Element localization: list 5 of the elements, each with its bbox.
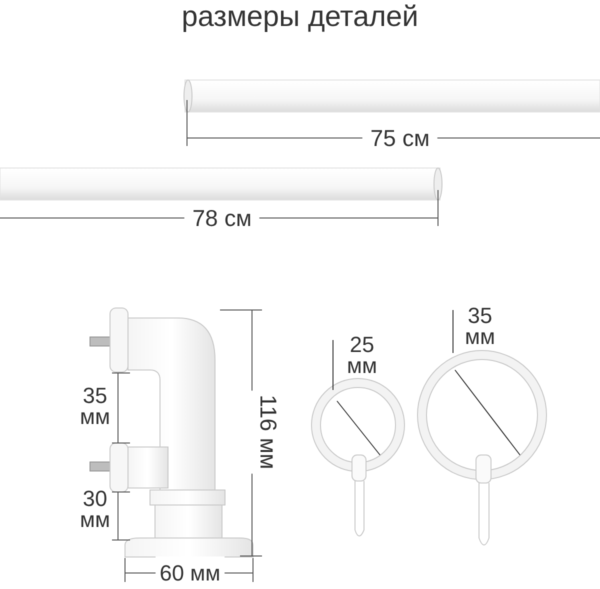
dimension-label: 30 мм <box>80 489 110 531</box>
dimension-label: 35 мм <box>80 386 110 428</box>
dimension-label: 35 мм <box>464 306 496 348</box>
dimension-label: 25 мм <box>346 335 378 377</box>
title: размеры деталей <box>180 0 420 35</box>
